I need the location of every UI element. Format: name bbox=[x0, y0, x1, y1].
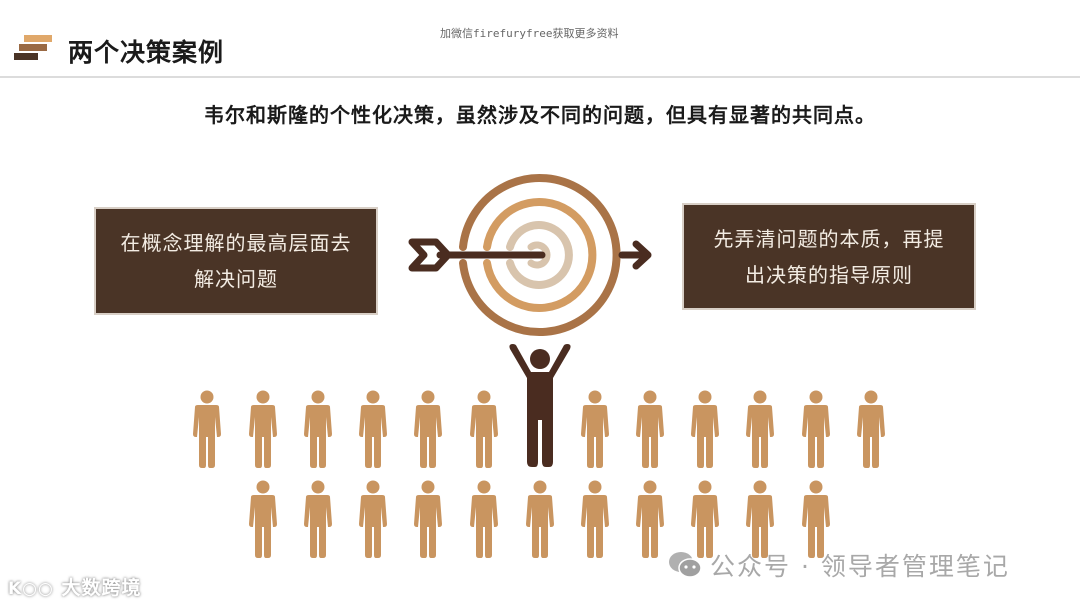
right-box-line1: 先弄清问题的本质，再提 bbox=[713, 226, 945, 251]
person-icon bbox=[746, 390, 774, 468]
person-icon bbox=[359, 480, 387, 558]
page-title: 两个决策案例 bbox=[68, 38, 225, 67]
person-icon bbox=[414, 480, 442, 558]
person-icon bbox=[359, 390, 387, 468]
person-icon bbox=[249, 390, 277, 468]
person-icon bbox=[636, 390, 664, 468]
bottom-left-watermark: K○○ 大数跨境 bbox=[8, 577, 142, 599]
person-icon bbox=[802, 390, 830, 468]
person-icon bbox=[470, 390, 498, 468]
person-icon bbox=[249, 480, 277, 558]
slide-subtitle: 韦尔和斯隆的个性化决策，虽然涉及不同的问题，但具有显著的共同点。 bbox=[204, 103, 876, 127]
left-box-line2: 解决问题 bbox=[194, 267, 278, 291]
right-text-box: 先弄清问题的本质，再提 出决策的指导原则 bbox=[682, 203, 976, 310]
bottom-right-watermark: 公众号 · 领导者管理笔记 bbox=[668, 547, 1010, 583]
person-icon bbox=[526, 480, 554, 558]
right-box-line2: 出决策的指导原则 bbox=[745, 262, 913, 287]
person-icon bbox=[857, 390, 885, 468]
top-watermark: 加微信firefuryfree获取更多资料 bbox=[440, 27, 619, 40]
wechat-icon bbox=[669, 552, 702, 578]
header-divider bbox=[0, 76, 1080, 78]
left-text-box: 在概念理解的最高层面去 解决问题 bbox=[94, 207, 378, 315]
person-icon bbox=[304, 390, 332, 468]
person-icon bbox=[581, 480, 609, 558]
person-icon bbox=[304, 480, 332, 558]
person-arms-raised-icon bbox=[509, 344, 571, 467]
person-icon bbox=[691, 390, 719, 468]
person-icon bbox=[414, 390, 442, 468]
person-icon bbox=[193, 390, 221, 468]
person-icon bbox=[470, 480, 498, 558]
person-icon bbox=[581, 390, 609, 468]
left-box-line1: 在概念理解的最高层面去 bbox=[120, 231, 352, 255]
target-with-arrow-icon bbox=[408, 174, 652, 336]
crowd-row-1 bbox=[193, 390, 885, 468]
person-icon bbox=[636, 480, 664, 558]
logo-bars-icon bbox=[14, 35, 54, 65]
kooo-logo-icon: K○○ bbox=[8, 579, 54, 599]
